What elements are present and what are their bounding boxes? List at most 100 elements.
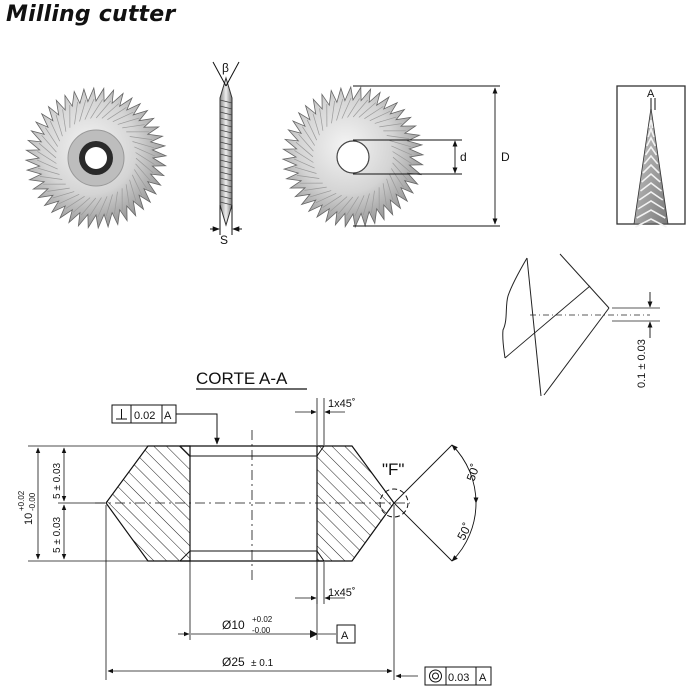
cutter-tooth: [37, 151, 57, 164]
detail-tooth-chevron: [640, 181, 662, 192]
side-tooth: [219, 195, 233, 200]
cutter-tooth: [331, 100, 335, 124]
cutter-tooth: [112, 111, 134, 123]
side-tooth: [219, 159, 233, 164]
side-tooth: [219, 117, 233, 122]
cutter-tooth: [298, 133, 314, 152]
cutter-tooth: [364, 106, 384, 119]
cutter-tooth: [52, 191, 75, 199]
cutter-tooth: [391, 168, 404, 188]
cutter-tooth: [39, 176, 63, 180]
cutter-tooth: [392, 151, 412, 164]
detail-f-view: 0.1 ± 0.03: [502, 253, 660, 397]
detail-tooth-chevron: [637, 200, 665, 210]
detail-tooth-chevron: [647, 126, 655, 138]
cutter-tooth: [107, 107, 127, 120]
detail-tooth-chevron: [648, 119, 654, 129]
detail-tooth-chevron: [642, 163, 660, 174]
outer-diameter-label: Ø25: [222, 655, 245, 669]
detail-tooth-chevron: [646, 136, 656, 147]
cutter-tooth: [341, 97, 352, 119]
section-title: CORTE A-A: [196, 369, 288, 388]
cutter-tooth: [347, 98, 360, 118]
cutter-tooth: [131, 174, 143, 196]
height-tol-upper: +0.02: [17, 490, 26, 511]
detail-f-callout: "F": [382, 460, 404, 479]
cutter-tooth: [89, 197, 102, 217]
cutter-tooth: [371, 190, 375, 214]
side-tooth: [219, 153, 233, 158]
cutter-tooth: [134, 146, 156, 157]
cutter-tooth: [135, 152, 155, 165]
cutter-tooth: [294, 166, 317, 174]
cutter-tooth: [114, 191, 118, 215]
side-tooth: [219, 129, 233, 134]
cutter-tooth: [369, 110, 391, 122]
cutter-side-view: β S: [210, 61, 242, 247]
d-label: d: [460, 150, 467, 164]
cutter-tooth: [72, 197, 91, 213]
cutter-tooth: [74, 101, 78, 125]
thickness-s-label: S: [220, 233, 228, 247]
side-tooth: [219, 165, 233, 170]
cutter-tooth: [132, 141, 155, 149]
bore-datum-label: A: [341, 630, 349, 642]
side-tooth: [219, 189, 233, 194]
cutter-tooth: [65, 196, 85, 209]
cutter-tooth: [346, 196, 359, 216]
cutter-tooth: [306, 119, 318, 141]
beta-label: β: [222, 61, 229, 75]
cutter-tooth: [295, 141, 314, 158]
cutter-tooth: [296, 175, 320, 179]
cutter-tooth: [386, 135, 410, 139]
cutter-tooth: [294, 150, 314, 163]
perpendicularity-datum: A: [164, 410, 172, 422]
tip-tolerance-label: 0.1 ± 0.03: [636, 339, 648, 388]
cutter-tooth: [105, 194, 113, 217]
detail-tooth-chevron: [643, 154, 659, 165]
cutter-tooth: [362, 193, 370, 216]
half-height-bottom-label: 5 ± 0.03: [52, 516, 63, 553]
runout-datum: A: [479, 672, 487, 684]
angle-bottom-label: 50˚: [454, 521, 475, 543]
cutter-tooth: [36, 159, 58, 170]
cutter-tooth: [352, 99, 369, 118]
cutter-tooth: [135, 157, 154, 174]
half-height-top-label: 5 ± 0.03: [52, 462, 63, 499]
outer-diameter-tol: ± 0.1: [251, 658, 274, 669]
cutter-tooth: [315, 192, 337, 204]
cutter-tooth: [392, 156, 411, 173]
cutter-tooth: [45, 127, 58, 147]
cutter-tooth: [84, 98, 95, 120]
cutter-tooth: [309, 190, 332, 198]
cutter-tooth: [134, 169, 147, 189]
cutter-tooth: [90, 99, 103, 119]
chamfer-top-label: 1x45˚: [328, 398, 356, 410]
side-tooth: [219, 135, 233, 140]
section-a-a: CORTE A-A 0.02 A 1x45˚: [17, 369, 492, 686]
cutter-tooth: [37, 167, 60, 175]
side-tooth: [219, 177, 233, 182]
cutter-front-view-left: [24, 86, 168, 230]
cutter-tooth: [392, 162, 408, 181]
cutter-tooth: [358, 102, 377, 118]
cutter-tooth: [329, 196, 348, 212]
side-tooth: [219, 183, 233, 188]
cutter-tooth: [354, 195, 365, 217]
cutter-tooth: [122, 124, 145, 129]
big-d-label: D: [501, 150, 510, 164]
cutter-tooth: [125, 184, 130, 207]
cutter-tooth: [336, 98, 344, 121]
cutter-tooth: [302, 126, 315, 146]
side-tooth: [219, 111, 233, 116]
cutter-tooth: [386, 178, 394, 201]
cutter-tooth: [49, 120, 61, 142]
cutter-tooth: [79, 99, 87, 122]
cutter-tooth: [97, 196, 108, 218]
cutter-tooth: [312, 113, 320, 136]
chamfer-bottom-label: 1x45˚: [328, 587, 356, 599]
page-title: Milling cutter: [6, 2, 176, 27]
cutter-tooth: [304, 186, 327, 191]
perpendicularity-tol: 0.02: [134, 410, 155, 422]
